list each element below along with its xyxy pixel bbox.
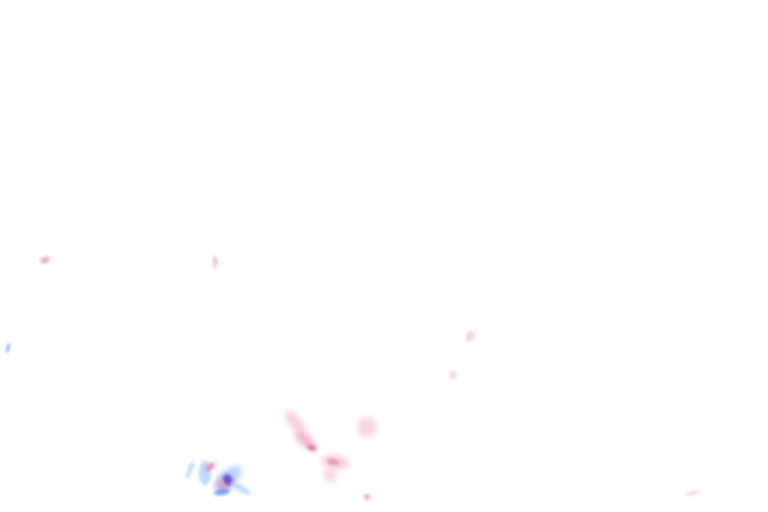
precipitation-echo <box>357 417 377 437</box>
precipitation-echo <box>323 467 337 483</box>
precipitation-echo <box>295 431 315 449</box>
precipitation-echo <box>5 343 11 353</box>
precipitation-echo <box>213 256 217 268</box>
precipitation-echo <box>465 330 475 342</box>
precipitation-echo <box>40 256 50 264</box>
precipitation-echo <box>307 444 317 452</box>
precipitation-echo <box>284 410 306 434</box>
precipitation-echo <box>214 488 230 496</box>
precipitation-echo <box>205 462 215 472</box>
precipitation-echo <box>229 481 251 495</box>
precipitation-echo <box>364 494 370 500</box>
precipitation-echo <box>327 458 339 466</box>
precipitation-echo <box>685 490 701 496</box>
precipitation-echoes <box>5 256 701 500</box>
precipitation-echo <box>450 370 456 380</box>
precipitation-echo <box>186 460 194 480</box>
